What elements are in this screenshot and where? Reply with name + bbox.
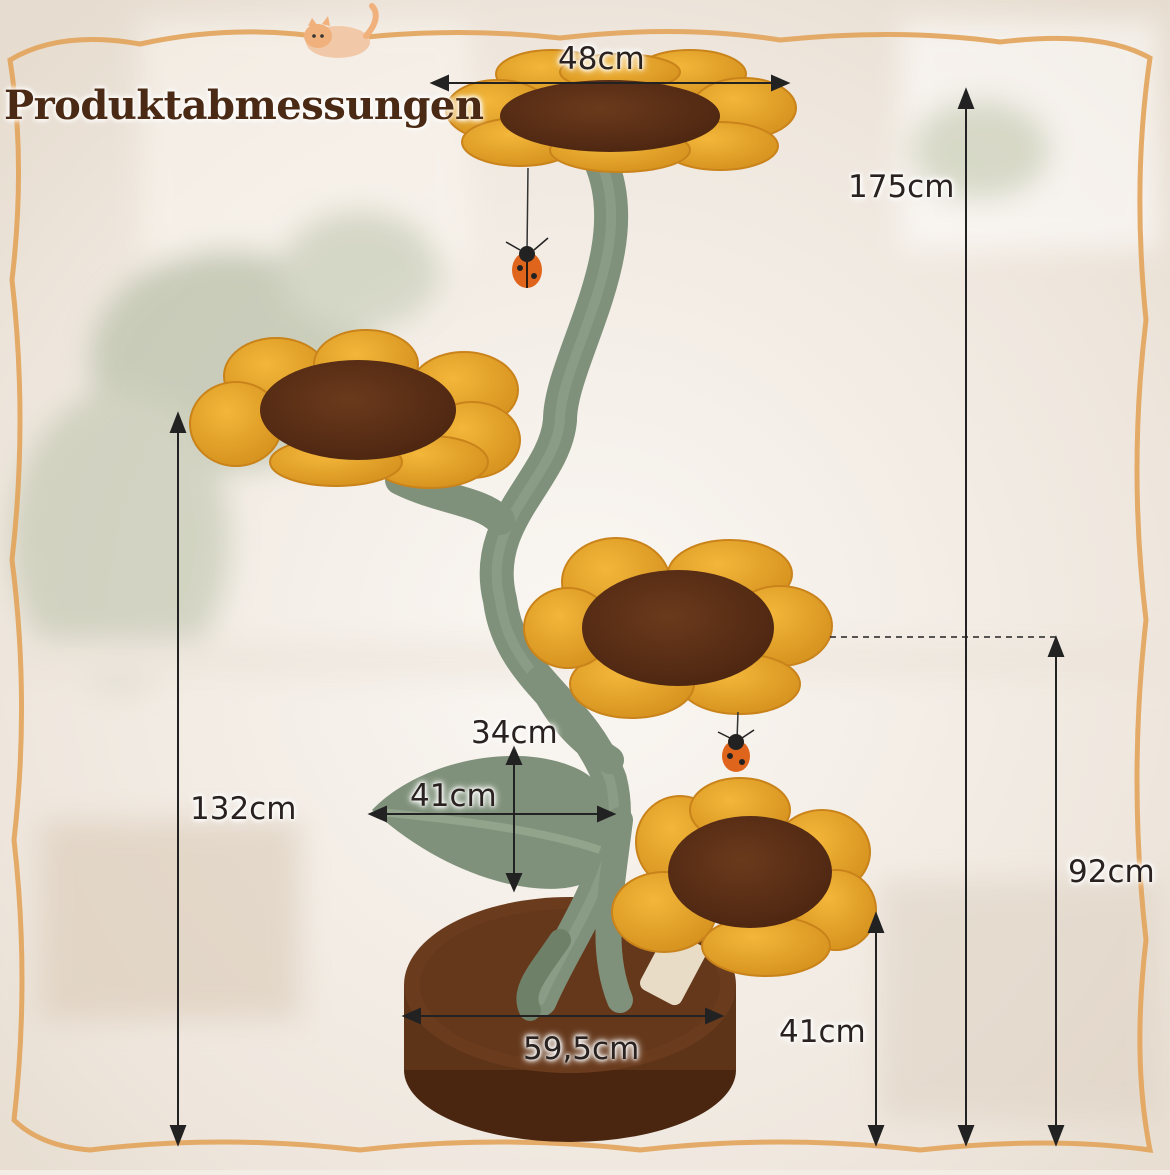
lowest-platform-height-label: 41cm — [779, 1014, 866, 1050]
sisal-post — [640, 930, 706, 1006]
top-platform-width-label: 48cm — [558, 41, 645, 77]
sunflower-middle-right — [523, 537, 833, 719]
leaf-perch — [372, 755, 610, 889]
page-title: Produktabmessungen — [4, 82, 484, 129]
decorative-frame — [7, 28, 1154, 1153]
ladybug-toy-icon — [717, 711, 755, 772]
ladybug-toy-icon — [505, 167, 549, 288]
plant-stems — [385, 143, 633, 1021]
base-diameter-label: 59,5cm — [523, 1031, 640, 1067]
leaf-height-label: 34cm — [471, 715, 558, 751]
leaf-width-label: 41cm — [410, 778, 497, 814]
sunflower-upper-left — [189, 329, 521, 489]
sunflower-lower-right — [611, 777, 877, 977]
dimension-arrows — [169, 74, 1065, 1147]
third-platform-height-label: 92cm — [1068, 854, 1155, 890]
cat-mascot-icon — [304, 3, 379, 58]
total-height-label: 175cm — [848, 169, 955, 205]
sunflower-top — [445, 49, 797, 173]
round-base — [404, 897, 736, 1142]
second-platform-height-label: 132cm — [190, 791, 297, 827]
